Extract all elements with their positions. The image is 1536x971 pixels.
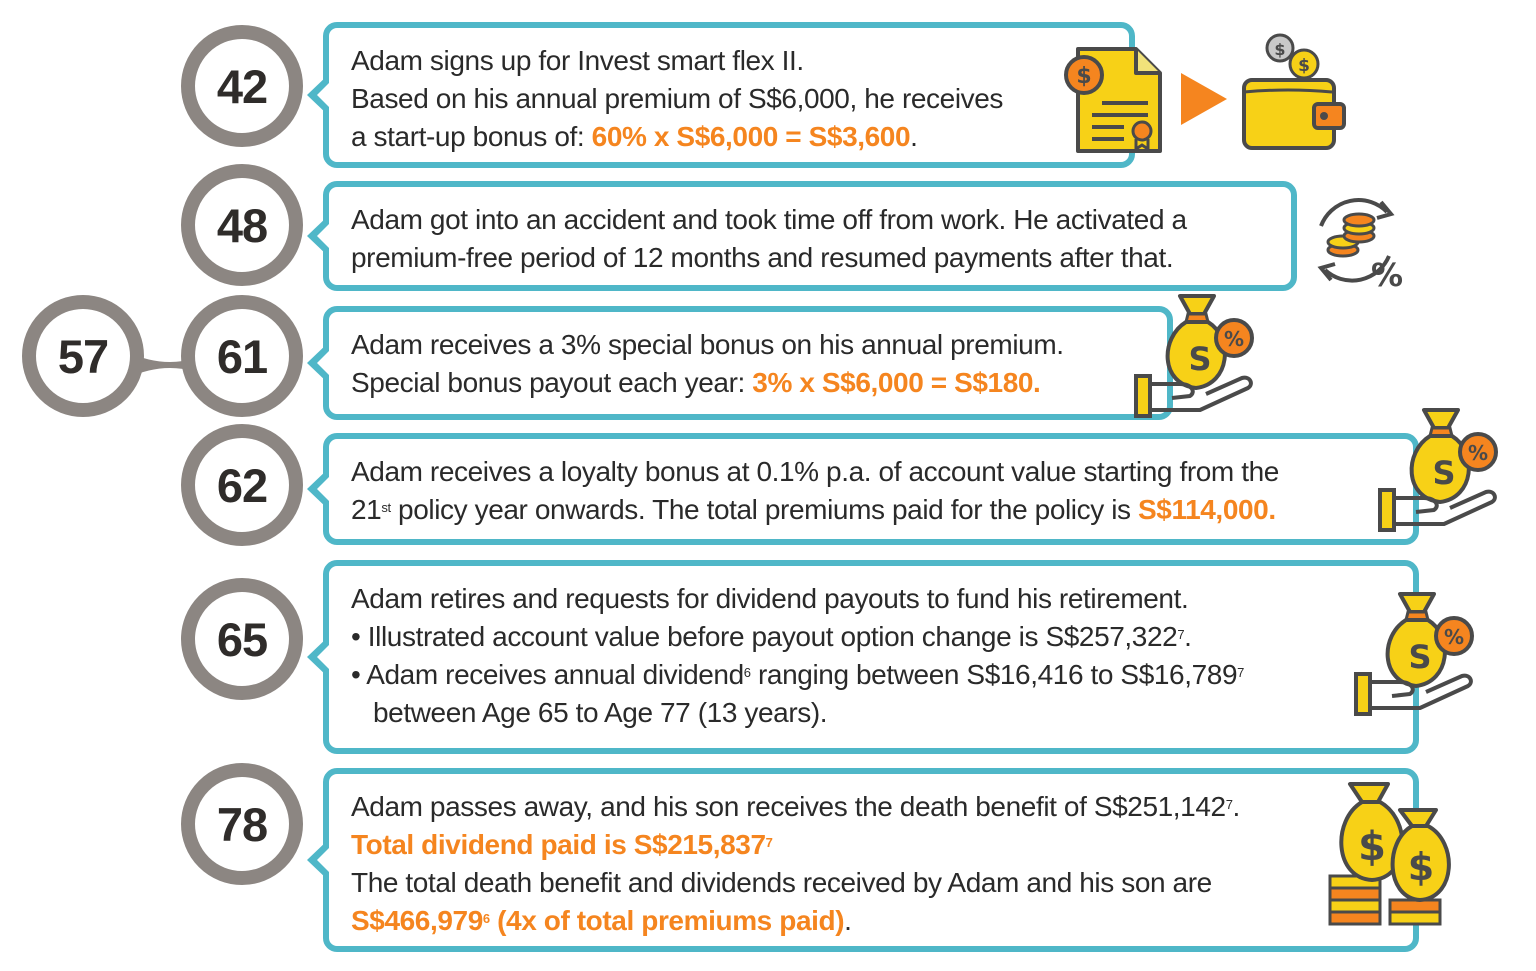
card-line: Adam passes away, and his son receives t… <box>351 788 1240 826</box>
card-line: Adam signs up for Invest smart flex II. <box>351 45 804 76</box>
card-line: a start-up bonus of: 60% x S$6,000 = S$3… <box>351 118 1003 156</box>
highlight-amount: (4x of total premiums paid) <box>489 905 845 936</box>
text-segment: 21 <box>351 494 382 525</box>
card-text: Adam got into an accident and took time … <box>351 201 1187 277</box>
svg-text:$: $ <box>1076 64 1091 89</box>
age-value: 65 <box>216 612 268 666</box>
play-arrow-icon <box>1181 73 1227 125</box>
highlight-amount: S$114,000. <box>1138 494 1276 525</box>
svg-text:$: $ <box>1298 56 1310 76</box>
card-text: Adam receives a 3% special bonus on his … <box>351 326 1064 402</box>
age-badge: 57 <box>22 295 144 417</box>
card-text: Adam passes away, and his son receives t… <box>351 788 1240 940</box>
card-line: Special bonus payout each year: 3% x S$6… <box>351 364 1064 402</box>
age-value: 57 <box>57 329 109 383</box>
money-bags-stack-icon: $ $ <box>1328 782 1451 926</box>
card-text: Adam retires and requests for dividend p… <box>351 580 1244 732</box>
age-badge: 78 <box>181 763 303 885</box>
text-segment: . <box>910 121 918 152</box>
highlight-amount: 60% x S$6,000 = S$3,600 <box>591 121 911 152</box>
highlight-amount: 3% x S$6,000 = S$180. <box>752 367 1041 398</box>
percent-glyph: % <box>1371 256 1403 294</box>
svg-text:S: S <box>1188 340 1211 378</box>
superscript: 7 <box>1177 627 1185 642</box>
text-segment: . <box>844 905 852 936</box>
card-line: S$466,9796 (4x of total premiums paid). <box>351 902 1240 940</box>
text-segment: Special bonus payout each year: <box>351 367 753 398</box>
card-line: Adam got into an accident and took time … <box>351 204 1187 235</box>
superscript: 7 <box>765 835 773 850</box>
age-connector <box>120 348 220 382</box>
milestone-card-62: Adam receives a loyalty bonus at 0.1% p.… <box>307 433 1419 545</box>
text-segment: Adam passes away, and his son receives t… <box>351 791 1226 822</box>
svg-text:%: % <box>1224 327 1244 351</box>
highlight-amount: S$466,979 <box>351 905 483 936</box>
card-text: Adam signs up for Invest smart flex II. … <box>351 42 1003 156</box>
age-badge: 48 <box>181 164 303 286</box>
age-value: 61 <box>216 329 268 383</box>
milestone-card-42: Adam signs up for Invest smart flex II. … <box>307 22 1135 168</box>
coins-cycle-percent-icon: % <box>1317 198 1403 294</box>
age-badge: 62 <box>181 424 303 546</box>
svg-text:$: $ <box>1358 824 1386 870</box>
svg-text:%: % <box>1444 625 1464 649</box>
superscript: 7 <box>1225 797 1233 812</box>
bullet-item: • Adam receives annual dividend6 ranging… <box>351 656 1244 694</box>
svg-text:S: S <box>1432 454 1455 492</box>
text-segment: a start-up bonus of: <box>351 121 592 152</box>
document-coin-icon: $ <box>1064 47 1162 153</box>
superscript: 6 <box>743 665 751 680</box>
milestone-card-61: Adam receives a 3% special bonus on his … <box>307 306 1173 420</box>
money-bag-hand-icon: S % <box>1378 408 1498 532</box>
card-text: Adam receives a loyalty bonus at 0.1% p.… <box>351 453 1279 529</box>
card-line: premium-free period of 12 months and res… <box>351 242 1174 273</box>
superscript: st <box>381 500 391 515</box>
age-value: 42 <box>216 59 268 113</box>
svg-text:$: $ <box>1274 40 1285 59</box>
money-bag-hand-icon: S % <box>1354 592 1474 716</box>
card-line: 21st policy year onwards. The total prem… <box>351 491 1279 529</box>
text-segment: policy year onwards. The total premiums … <box>390 494 1139 525</box>
text-segment: • Adam receives annual dividend <box>351 659 744 690</box>
age-value: 78 <box>216 797 268 851</box>
text-segment: . <box>1184 621 1192 652</box>
age-badge: 61 <box>181 295 303 417</box>
svg-text:%: % <box>1468 441 1488 465</box>
text-segment: • Illustrated account value before payou… <box>351 621 1178 652</box>
milestone-card-65: Adam retires and requests for dividend p… <box>307 560 1419 754</box>
age-badge: 65 <box>181 578 303 700</box>
text-segment: . <box>1232 791 1241 822</box>
card-line: Adam receives a 3% special bonus on his … <box>351 329 1064 360</box>
highlight-line: Total dividend paid is S$215,8377 <box>351 826 1240 864</box>
svg-text:$: $ <box>1408 845 1434 889</box>
superscript: 6 <box>482 911 490 926</box>
wallet-coins-icon: $ $ <box>1242 33 1346 150</box>
milestone-card-78: Adam passes away, and his son receives t… <box>307 768 1419 952</box>
age-value: 62 <box>216 458 268 512</box>
text-segment: ranging between S$16,416 to S$16,789 <box>750 659 1238 690</box>
card-line: Adam retires and requests for dividend p… <box>351 583 1189 614</box>
superscript: 7 <box>1237 665 1244 680</box>
highlight-amount: Total dividend paid is S$215,837 <box>351 829 766 860</box>
card-line: The total death benefit and dividends re… <box>351 867 1212 898</box>
bullet-continuation: between Age 65 to Age 77 (13 years). <box>373 697 828 728</box>
card-line: Based on his annual premium of S$6,000, … <box>351 83 1004 114</box>
svg-text:S: S <box>1408 638 1431 676</box>
milestone-card-48: Adam got into an accident and took time … <box>307 181 1297 291</box>
age-value: 48 <box>216 198 268 252</box>
card-line: Adam receives a loyalty bonus at 0.1% p.… <box>351 456 1279 487</box>
age-badge: 42 <box>181 25 303 147</box>
money-bag-hand-icon: S % <box>1134 294 1254 418</box>
bullet-item: • Illustrated account value before payou… <box>351 618 1244 656</box>
